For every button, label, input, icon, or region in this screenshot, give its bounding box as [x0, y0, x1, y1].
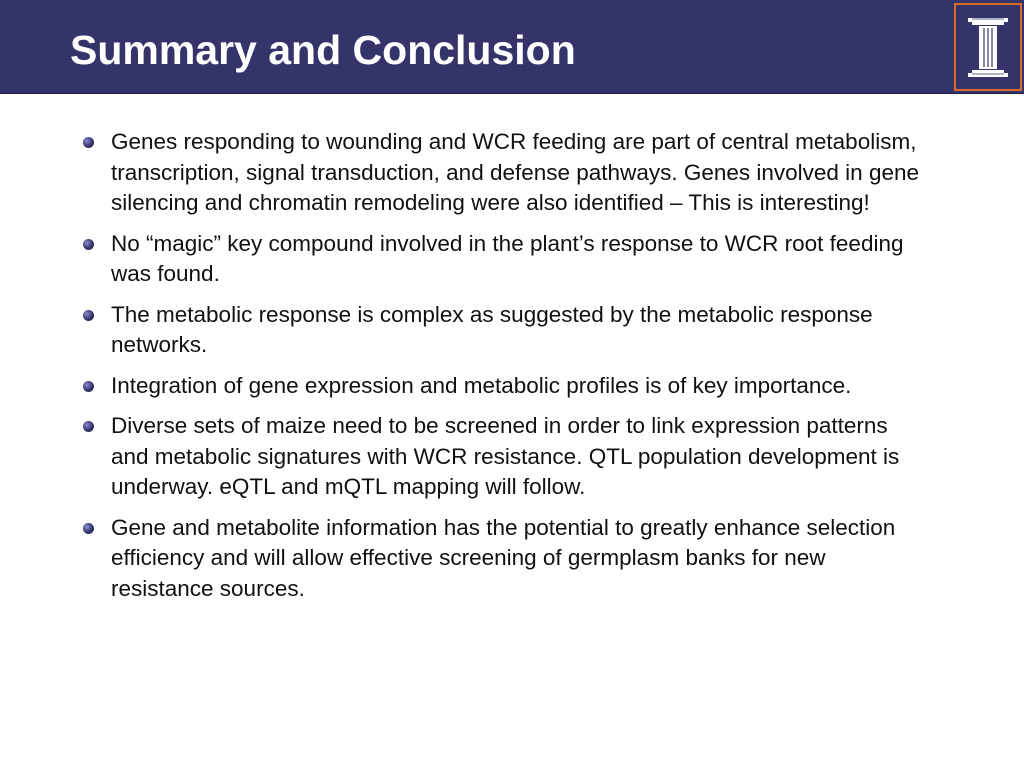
bullet-item: Diverse sets of maize need to be screene… [80, 411, 930, 503]
bullet-item: Gene and metabolite information has the … [80, 513, 930, 605]
bullet-dot-icon [83, 522, 94, 534]
bullet-item: Integration of gene expression and metab… [80, 371, 930, 402]
bullet-text: Gene and metabolite information has the … [111, 514, 896, 601]
bullet-item: The metabolic response is complex as sug… [80, 300, 930, 361]
bullet-dot-icon [83, 137, 94, 148]
university-logo [954, 3, 1022, 91]
bullet-dot-icon [83, 421, 94, 432]
bullet-text: No “magic” key compound involved in the … [111, 230, 904, 287]
bullet-list: Genes responding to wounding and WCR fee… [80, 127, 930, 614]
bullet-item: Genes responding to wounding and WCR fee… [80, 127, 930, 219]
title-bar: Summary and Conclusion [0, 0, 1024, 94]
bullet-text: Integration of gene expression and metab… [111, 372, 852, 398]
bullet-text: The metabolic response is complex as sug… [111, 301, 873, 358]
bullet-text: Diverse sets of maize need to be screene… [111, 413, 900, 499]
slide-title: Summary and Conclusion [70, 27, 576, 73]
bullet-dot-icon [83, 380, 94, 392]
bullet-text: Genes responding to wounding and WCR fee… [111, 129, 920, 215]
bullet-dot-icon [83, 238, 94, 250]
university-column-logo-icon [968, 18, 1008, 77]
bullet-item: No “magic” key compound involved in the … [80, 229, 930, 290]
bullet-dot-icon [83, 309, 94, 321]
